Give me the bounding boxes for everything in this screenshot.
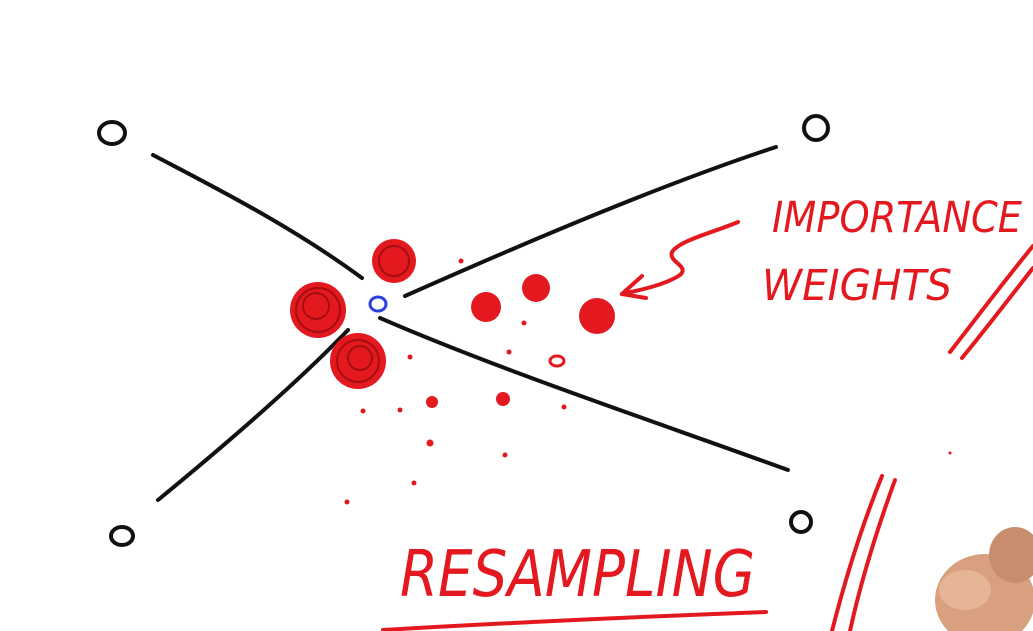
particle-large-left-icon (290, 282, 346, 338)
landmarks (97, 114, 830, 547)
particle-tiny-5-icon (397, 407, 403, 413)
landmark-top-left-icon (97, 120, 127, 146)
resampling-label: RESAMPLING (400, 538, 755, 612)
particle-small-2-icon (496, 392, 510, 406)
landmark-bottom-right-icon (789, 510, 813, 534)
particle-large-bottom-icon (330, 333, 386, 389)
importance-label-line1: IMPORTANCE (772, 193, 1023, 243)
line-to-top-right (403, 145, 778, 298)
resampling-underline (381, 610, 768, 631)
particle-medium-2-icon (522, 274, 550, 302)
decorative-strokes (830, 244, 1033, 631)
particle-small-1-icon (426, 396, 438, 408)
particle-tiny-4-icon (521, 320, 527, 326)
particle-tiny-1-icon (458, 258, 464, 264)
arrow-icon (620, 220, 740, 300)
presenter-hand (935, 527, 1033, 631)
landmark-top-right-icon (802, 114, 830, 142)
landmark-bottom-left-icon (109, 525, 135, 547)
particle-tiny-6-icon (360, 408, 366, 414)
line-to-top-left (151, 153, 364, 280)
particle-medium-3-icon (579, 298, 615, 334)
stroke-lower-b (848, 478, 897, 631)
particle-tiny-2-icon (407, 354, 413, 360)
particle-tiny-11-icon (561, 404, 567, 410)
line-to-bottom-left (156, 328, 350, 502)
line-to-bottom-right (378, 316, 790, 472)
particle-tiny-8-icon (502, 452, 508, 458)
particle-tiny-12-icon (948, 451, 952, 455)
stroke-lower-a (830, 474, 884, 631)
particles (290, 239, 952, 505)
robot-position-icon (368, 295, 388, 313)
particle-tiny-10-icon (344, 499, 350, 505)
particle-small-3-icon (548, 354, 566, 368)
importance-label-line2: WEIGHTS (762, 261, 952, 311)
particle-tiny-3-icon (506, 349, 512, 355)
particle-large-top-icon (372, 239, 416, 283)
particle-medium-1-icon (471, 292, 501, 322)
measurement-lines (151, 145, 790, 502)
particle-tiny-9-icon (411, 480, 417, 486)
stroke-upper-right-b (960, 266, 1033, 360)
stroke-upper-right-a (948, 244, 1033, 354)
particle-tiny-7-icon (426, 439, 434, 447)
